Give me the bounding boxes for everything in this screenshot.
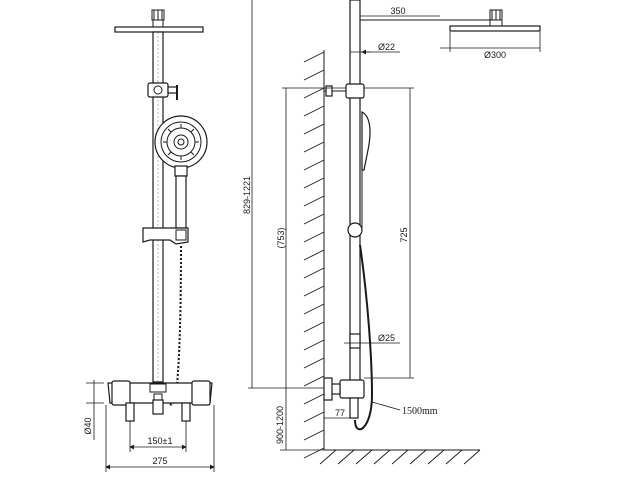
install-height-label: 900-1200	[275, 406, 285, 444]
front-view: Ø40 150±1 275	[83, 9, 215, 472]
side-riser-pipe	[324, 0, 365, 393]
rail-length-label: 725	[399, 227, 409, 242]
side-rain-shower-head	[360, 9, 541, 32]
front-slider-holder	[142, 227, 189, 245]
front-thermostatic-valve	[107, 380, 213, 406]
hose-length-label: 1500mm	[402, 406, 438, 417]
front-dimension-lines	[86, 380, 215, 472]
front-riser-pipe	[152, 31, 164, 383]
front-height-clamp	[147, 82, 178, 100]
valve-width-label: 275	[152, 456, 167, 466]
front-rain-shower-head	[114, 9, 204, 33]
side-dimension-lines	[248, 0, 541, 451]
side-hand-shower	[361, 111, 371, 228]
head-diameter-label: Ø300	[484, 50, 506, 60]
pipe-diameter-label: Ø22	[378, 42, 395, 52]
wall-section	[303, 50, 481, 465]
inlet-spacing-label: 150±1	[148, 436, 173, 446]
total-height-label: 829-1221	[242, 176, 252, 214]
side-hose	[354, 244, 374, 431]
front-hose	[163, 243, 182, 406]
side-valve-body	[323, 377, 365, 419]
valve-height-label: Ø40	[83, 417, 93, 434]
arm-length-label: 350	[390, 6, 405, 16]
front-hand-shower	[154, 115, 208, 229]
side-view: 350 Ø22 Ø300 829-1221 (753) 725 Ø25 1500…	[242, 0, 541, 465]
inlet-offset-label: 77	[335, 408, 345, 418]
rail-diameter-label: Ø25	[378, 333, 395, 343]
center-height-label: (753)	[276, 227, 286, 248]
